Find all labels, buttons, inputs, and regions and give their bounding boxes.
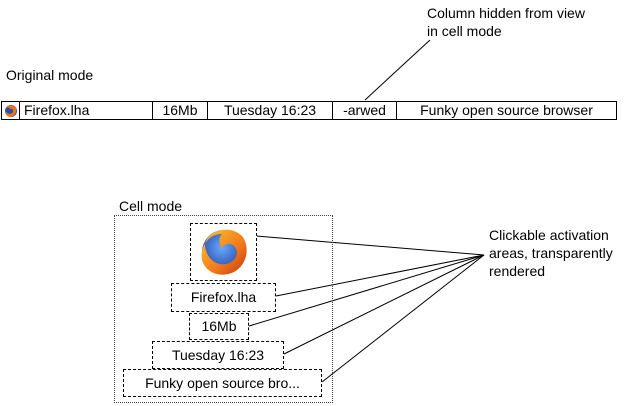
clickable-annotation-line2: areas, transparently (489, 245, 613, 261)
row-icon-cell (2, 102, 20, 119)
row-date-cell: Tuesday 16:23 (208, 102, 333, 119)
row-name-cell: Firefox.lha (20, 102, 153, 119)
clickable-annotation-line3: rendered (489, 263, 546, 279)
original-mode-label: Original mode (6, 67, 94, 83)
cell-date-area[interactable]: Tuesday 16:23 (152, 341, 284, 369)
cell-size-area[interactable]: 16Mb (189, 313, 249, 340)
hidden-column-annotation-line1: Column hidden from view (427, 5, 585, 21)
clickable-annotation-line1: Clickable activation (489, 227, 609, 243)
firefox-icon (4, 104, 17, 117)
hidden-column-annotation-line2: in cell mode (427, 23, 502, 39)
clickable-pointer-date (283, 254, 485, 355)
clickable-pointer-name (275, 254, 485, 297)
clickable-pointer-size (248, 254, 485, 327)
row-size-cell: 16Mb (153, 102, 208, 119)
row-comment-cell: Funky open source browser (420, 102, 593, 118)
cell-mode-label: Cell mode (119, 198, 183, 214)
hidden-column-pointer (364, 39, 431, 101)
cell-comment-area[interactable]: Funky open source bro... (123, 369, 322, 397)
firefox-icon (201, 229, 247, 275)
original-mode-row[interactable]: Firefox.lha 16Mb Tuesday 16:23 -arwed Fu… (1, 101, 617, 120)
cell-name-area[interactable]: Firefox.lha (171, 283, 276, 312)
row-protection-cell: -arwed (333, 102, 397, 119)
cell-mode-container (114, 215, 333, 403)
clickable-pointer-icon (255, 235, 485, 256)
clickable-pointer-comment (321, 254, 485, 383)
cell-icon-area[interactable] (190, 223, 257, 281)
